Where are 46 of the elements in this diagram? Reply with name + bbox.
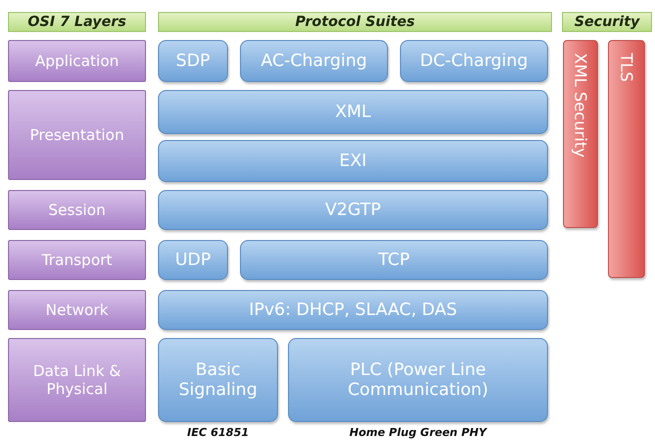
node-label: Security bbox=[573, 14, 641, 30]
node-label: XML Security bbox=[570, 53, 592, 158]
protocol-box bbox=[158, 290, 548, 330]
caption-text: Home Plug Green PHY bbox=[348, 426, 488, 439]
layer-box bbox=[8, 290, 146, 330]
node-label: Data Link & Physical bbox=[32, 362, 122, 398]
caption-text: IEC 61851 bbox=[186, 426, 250, 439]
protocol-box bbox=[400, 40, 548, 82]
protocol-box bbox=[158, 140, 548, 182]
node-label: EXI bbox=[338, 150, 368, 172]
protocol-box bbox=[158, 240, 228, 280]
column-header bbox=[562, 12, 652, 32]
security-bar bbox=[563, 40, 598, 228]
column-header bbox=[158, 12, 552, 32]
node-label: Application bbox=[34, 52, 120, 70]
node-label: OSI 7 Layers bbox=[26, 14, 128, 30]
protocol-box bbox=[288, 338, 548, 422]
node-label: DC-Charging bbox=[419, 50, 529, 72]
node-label: Session bbox=[47, 201, 107, 219]
node-label: SDP bbox=[174, 50, 212, 72]
protocol-box bbox=[158, 190, 548, 230]
node-label: V2GTP bbox=[324, 200, 382, 220]
node-label: Presentation bbox=[28, 126, 126, 144]
protocol-box bbox=[240, 240, 548, 280]
node-label: PLC (Power Line Communication) bbox=[346, 360, 490, 400]
column-header bbox=[8, 12, 146, 32]
protocol-box bbox=[158, 90, 548, 134]
node-label: TCP bbox=[377, 250, 411, 270]
protocol-box bbox=[158, 40, 228, 82]
layer-box bbox=[8, 338, 146, 422]
node-label: XML bbox=[334, 102, 372, 122]
layer-box bbox=[8, 90, 146, 180]
protocol-box bbox=[158, 338, 278, 422]
node-label: UDP bbox=[174, 250, 212, 270]
node-label: TLS bbox=[616, 53, 638, 82]
layer-box bbox=[8, 40, 146, 82]
node-label: IPv6: DHCP, SLAAC, DAS bbox=[248, 300, 458, 320]
node-label: Basic Signaling bbox=[178, 360, 258, 400]
layer-box bbox=[8, 240, 146, 280]
node-label: Protocol Suites bbox=[294, 14, 416, 30]
node-label: Transport bbox=[40, 251, 114, 269]
layer-box bbox=[8, 190, 146, 230]
node-label: AC-Charging bbox=[260, 50, 368, 72]
protocol-box bbox=[240, 40, 388, 82]
node-label: Network bbox=[44, 301, 110, 319]
security-bar bbox=[608, 40, 645, 278]
